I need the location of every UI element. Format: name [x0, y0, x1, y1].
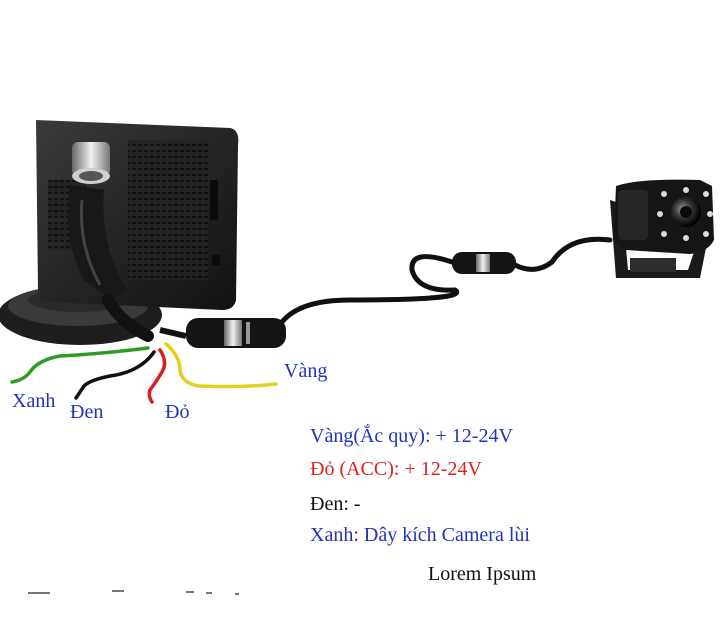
monitor-stand-arm: [67, 185, 128, 300]
wire-black: [74, 350, 156, 400]
main-cable: [159, 236, 613, 348]
monitor-mount-knob: [72, 142, 110, 176]
wire-red: [147, 348, 167, 404]
legend-den: Đen: -: [310, 493, 361, 515]
wire-label-den: Đen: [70, 401, 104, 423]
legend-do: Đỏ (ACC): + 12-24V: [310, 458, 482, 480]
bottom-speckles: [28, 590, 239, 595]
legend-xanh: Xanh: Dây kích Camera lùi: [310, 524, 530, 546]
power-wires: [10, 342, 278, 404]
cable-connector-monitor: [186, 318, 286, 348]
wire-green: [10, 346, 150, 384]
legend-vang: Vàng(Ắc quy): + 12-24V: [310, 425, 513, 447]
cable-connector-camera: [452, 252, 516, 274]
rear-camera: [610, 179, 714, 278]
footer-text: Lorem Ipsum: [428, 563, 537, 585]
monitor-device: [0, 120, 239, 345]
camera-ir-leds: [657, 187, 713, 241]
wire-yellow: [164, 342, 278, 389]
wire-label-vang: Vàng: [284, 360, 328, 382]
wire-label-xanh: Xanh: [12, 390, 56, 412]
wire-label-do: Đỏ: [165, 401, 190, 423]
